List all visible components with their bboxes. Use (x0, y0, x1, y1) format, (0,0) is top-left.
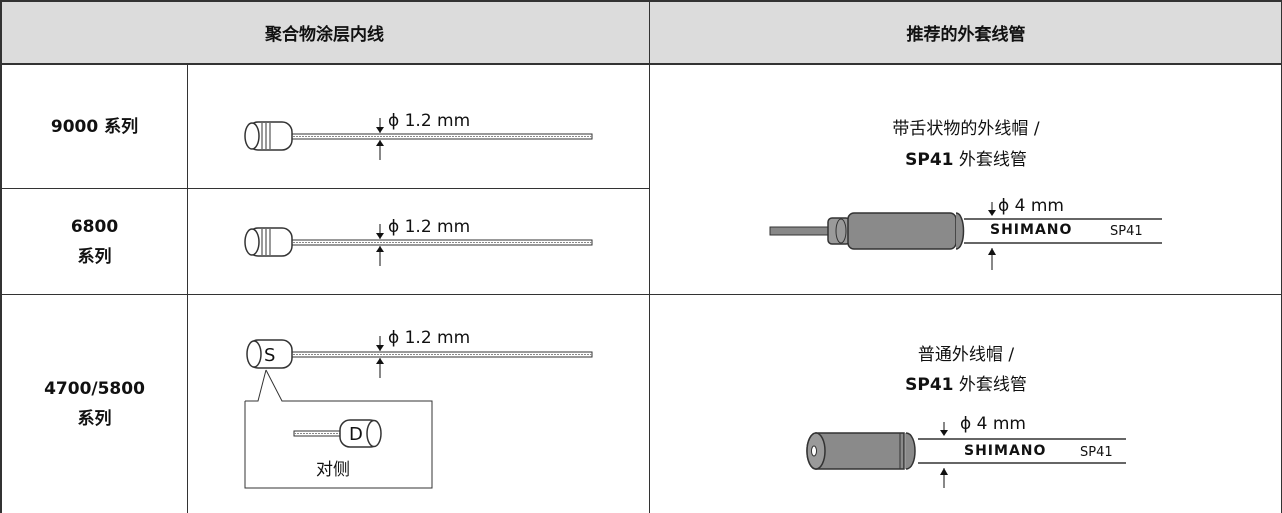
outer-bottom-line2-rest: 外套线管 (953, 375, 1027, 395)
header-outer-casing-text: 推荐的外套线管 (906, 24, 1026, 45)
header-divider (0, 63, 1282, 65)
outer-bottom-brand: SHIMANO (964, 443, 1047, 459)
row-label-6800-line1: 6800 (70, 216, 119, 237)
outer-bottom-diameter: ϕ 4 mm (960, 414, 1026, 434)
row-label-4700-5800: 4700/5800 系列 (2, 295, 187, 513)
label-column-divider (187, 64, 188, 513)
row-divider-1 (0, 188, 649, 189)
outer-casing-tongue-illustration (769, 202, 1162, 270)
opposite-side-label: 对侧 (316, 460, 350, 480)
inner-cable-6800-illustration (244, 224, 593, 266)
inner-cable-4700-diameter: ϕ 1.2 mm (388, 328, 471, 348)
inner-cable-6800-diameter: ϕ 1.2 mm (388, 217, 471, 237)
row-label-9000-line1: 9000 系列 (50, 116, 139, 137)
header-outer-casing: 推荐的外套线管 (650, 0, 1282, 64)
outer-bottom-model: SP41 (1080, 445, 1113, 460)
outer-casing-standard-illustration (806, 422, 1126, 488)
column-divider (649, 0, 650, 513)
row-label-4700-line2: 系列 (77, 409, 112, 429)
outer-top-diameter: ϕ 4 mm (998, 196, 1064, 216)
outer-bottom-model-bold: SP41 (905, 375, 954, 395)
header-inner-cable: 聚合物涂层内线 (0, 0, 649, 64)
outer-top-line2: SP41 外套线管 (650, 145, 1282, 170)
outer-top-model: SP41 (1110, 224, 1143, 239)
table-border-left (0, 0, 2, 513)
inner-cable-4700-illustration (244, 336, 593, 489)
inner-cable-9000-illustration (244, 118, 593, 160)
outer-bottom-line1: 普通外线帽 / (917, 345, 1015, 365)
outer-top-line2-rest: 外套线管 (953, 150, 1027, 170)
outer-top-model-bold: SP41 (905, 150, 954, 170)
header-inner-cable-text: 聚合物涂层内线 (265, 24, 384, 45)
row-label-4700-line1: 4700/5800 (44, 379, 145, 399)
d-cap-mark: D (349, 424, 363, 445)
s-cap-mark: S (264, 345, 276, 366)
inner-cable-9000-diameter: ϕ 1.2 mm (388, 111, 471, 131)
outer-top-brand: SHIMANO (990, 222, 1073, 238)
outer-top-line1: 带舌状物的外线帽 / (892, 119, 1040, 139)
row-label-6800: 6800 系列 (2, 189, 187, 294)
table-border-top (0, 0, 1282, 2)
row-label-9000: 9000 系列 (2, 65, 187, 188)
outer-bottom-line2: SP41 外套线管 (650, 370, 1282, 395)
row-label-6800-line2: 系列 (77, 246, 112, 267)
row-divider-2 (0, 294, 1282, 295)
